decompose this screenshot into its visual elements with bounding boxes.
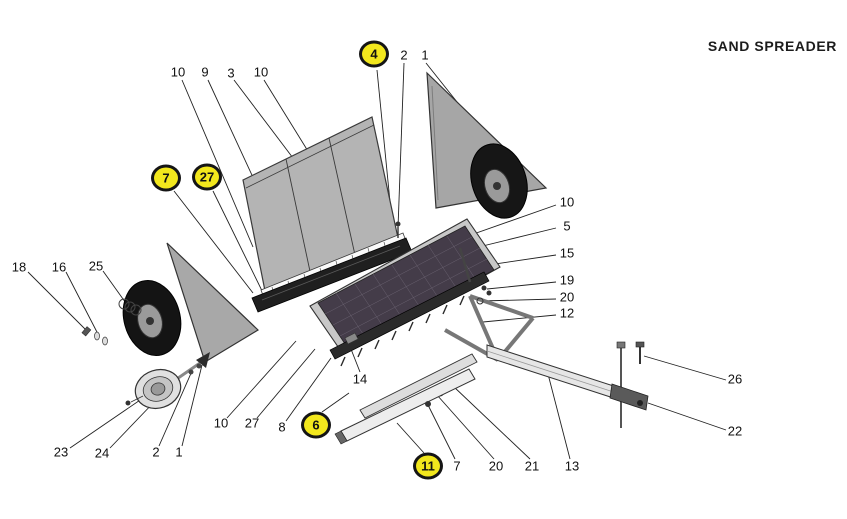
part-label: 3 <box>227 65 235 81</box>
hitch <box>609 383 649 411</box>
part-label: 10 <box>559 194 575 210</box>
highlighted-part-label: 7 <box>151 164 181 192</box>
part-label: 25 <box>88 258 104 274</box>
part-label: 2 <box>400 47 408 63</box>
top-bolt <box>395 221 401 238</box>
part-label: 7 <box>453 458 461 474</box>
part-label: 1 <box>175 444 183 460</box>
jack-stand <box>616 341 626 428</box>
part-label: 18 <box>11 259 27 275</box>
lower-rail <box>334 368 476 445</box>
part-label: 27 <box>244 415 260 431</box>
highlighted-part-label: 27 <box>192 163 222 191</box>
part-label: 10 <box>213 415 229 431</box>
part-label: 22 <box>727 423 743 439</box>
left-hardware <box>81 298 142 346</box>
part-label: 20 <box>559 289 575 305</box>
hub-bolt <box>125 400 131 406</box>
spring <box>118 298 142 316</box>
part-label: 20 <box>488 458 504 474</box>
part-label: 16 <box>51 259 67 275</box>
wheel-rim-hub <box>125 368 182 410</box>
right-wheel-hub <box>493 182 501 190</box>
tow-bar <box>486 344 630 404</box>
hitch-bolt <box>635 341 645 364</box>
small-bracket <box>344 332 359 345</box>
highlighted-part-label: 4 <box>359 40 389 68</box>
part-label: 10 <box>170 64 186 80</box>
right-hardware <box>458 247 492 305</box>
part-label: 2 <box>152 444 160 460</box>
part-label: 13 <box>564 458 580 474</box>
part-label: 5 <box>563 218 571 234</box>
part-label: 9 <box>201 64 209 80</box>
part-label: 14 <box>352 371 368 387</box>
part-label: 23 <box>53 444 69 460</box>
part-label: 8 <box>278 419 286 435</box>
mesh-screen <box>309 218 501 355</box>
highlighted-part-label: 11 <box>413 452 443 480</box>
part-label: 21 <box>524 458 540 474</box>
right-wheel <box>470 143 528 219</box>
part-label: 12 <box>559 305 575 321</box>
highlighted-part-label: 6 <box>301 411 331 439</box>
part-label: 1 <box>421 47 429 63</box>
part-label: 19 <box>559 272 575 288</box>
part-label: 15 <box>559 245 575 261</box>
left-wheel <box>122 280 182 356</box>
spike-bar <box>329 271 490 367</box>
left-end-panel <box>166 242 259 363</box>
left-wheel-hub <box>146 317 154 325</box>
diagram-title: SAND SPREADER <box>707 38 837 54</box>
rail-bolt <box>425 401 431 407</box>
part-label: 26 <box>727 371 743 387</box>
part-label: 24 <box>94 445 110 461</box>
part-label: 10 <box>253 64 269 80</box>
